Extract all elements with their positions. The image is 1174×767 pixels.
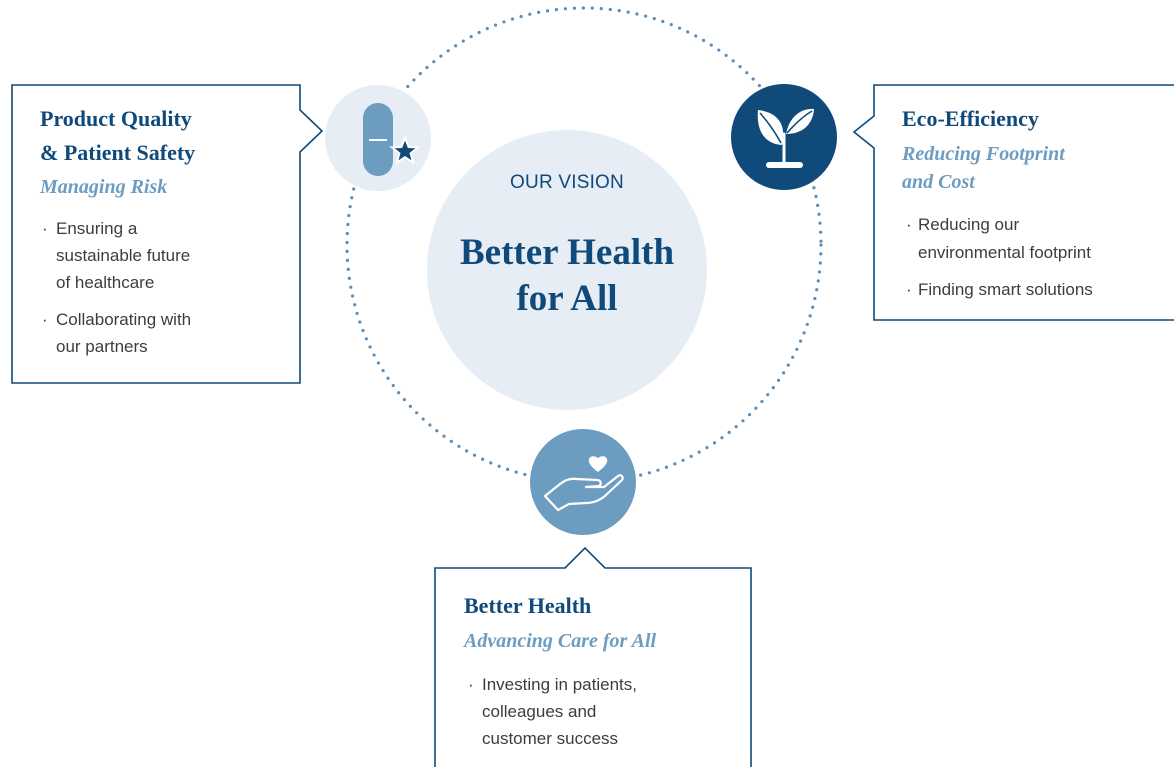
bullet-dot: ·: [42, 219, 48, 238]
bullet-text-line: of healthcare: [56, 273, 154, 292]
plant-icon: [731, 84, 837, 190]
bullet-text-line: environmental footprint: [918, 243, 1091, 262]
bullet-dot: ·: [468, 675, 474, 694]
bullet-text-line: Collaborating with: [56, 310, 191, 329]
bullet-dot: ·: [906, 215, 912, 234]
dotted-ring: [345, 6, 823, 484]
vision-title-line1: Better Health: [460, 232, 674, 273]
vision-circle: [427, 130, 707, 410]
bullet-text-line: sustainable future: [56, 246, 190, 265]
product-quality-title-line1: Product Quality: [40, 106, 192, 131]
bullet-text-line: our partners: [56, 337, 148, 356]
better-health-bullet-list: · Investing in patients, colleagues and …: [468, 675, 637, 748]
bullet-dot: ·: [906, 280, 912, 299]
bullet-dot: ·: [42, 310, 48, 329]
bullet-text-line: Ensuring a: [56, 219, 138, 238]
capsule-star-icon: [325, 85, 431, 191]
bullet-text-line: customer success: [482, 729, 618, 748]
bullet-text-line: Reducing our: [918, 215, 1019, 234]
product-quality-subtitle: Managing Risk: [39, 176, 167, 198]
hand-heart-icon: [530, 429, 636, 535]
better-health-subtitle: Advancing Care for All: [462, 630, 656, 652]
better-health-callout-box: [434, 546, 752, 767]
vision-title-line2: for All: [516, 278, 617, 319]
product-quality-callout-box: [11, 84, 324, 384]
bullet-text-line: Investing in patients,: [482, 675, 637, 694]
bullet-text-line: Finding smart solutions: [918, 280, 1093, 299]
eco-efficiency-bullet-list: · Reducing our environmental footprint ·…: [906, 215, 1093, 299]
better-health-title: Better Health: [464, 593, 591, 618]
eco-efficiency-callout-box: [852, 84, 1174, 321]
vision-kicker: OUR VISION: [510, 172, 624, 193]
product-quality-bullet-list: · Ensuring a sustainable future of healt…: [42, 219, 191, 356]
eco-efficiency-title: Eco-Efficiency: [902, 106, 1039, 131]
eco-efficiency-subtitle-line1: Reducing Footprint: [901, 143, 1066, 165]
product-quality-title-line2: & Patient Safety: [40, 140, 195, 165]
bullet-text-line: colleagues and: [482, 702, 596, 721]
eco-efficiency-subtitle-line2: and Cost: [902, 171, 976, 193]
